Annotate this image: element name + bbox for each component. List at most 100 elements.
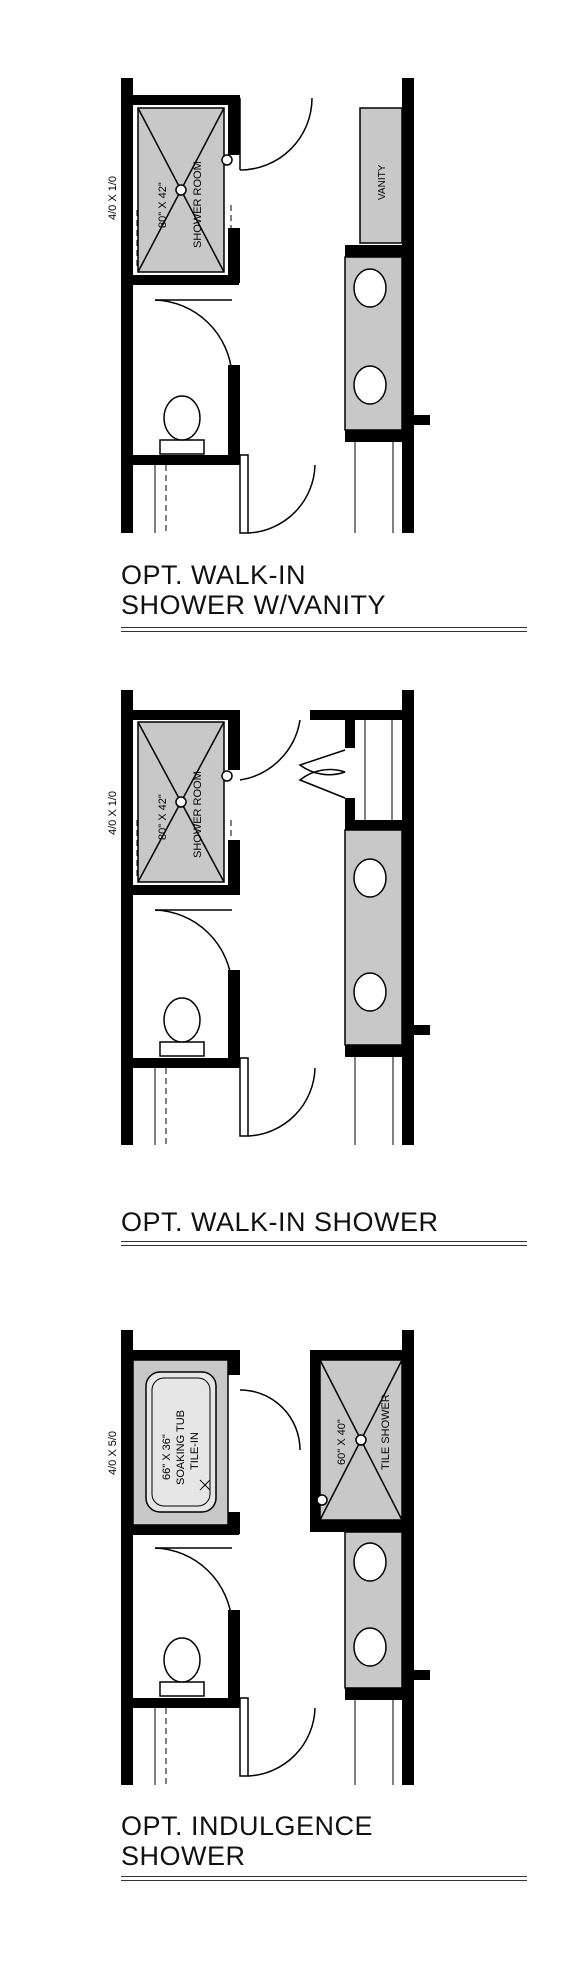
wall-stub — [402, 1670, 430, 1680]
shower-valve-icon — [221, 770, 233, 782]
hall-door-swing — [247, 1067, 316, 1137]
shower-partition-wall — [228, 95, 240, 155]
shower-valve-icon — [316, 1494, 328, 1506]
sink-icon — [353, 972, 387, 1012]
sink-icon — [353, 1542, 387, 1582]
toilet-room-wall — [228, 365, 240, 455]
tub-partition-wall-lower — [228, 1512, 240, 1534]
shower-drain-icon — [175, 796, 187, 808]
sink-icon — [353, 268, 387, 308]
toilet-bowl-icon — [163, 395, 201, 441]
shower-size-label: 80" X 42" — [157, 794, 169, 840]
floor-plan-drawing: 4/0 X 5/0 66" X 36" SOAKING TUB TILE-IN … — [107, 1330, 430, 1785]
shower-partition-wall-lower — [228, 228, 240, 283]
closet-side-wall — [345, 798, 355, 823]
hall-door — [239, 1057, 249, 1137]
vanity-top-wall — [345, 245, 414, 257]
shower-bottom-wall — [310, 1520, 414, 1532]
toilet-bowl-icon — [163, 1637, 201, 1683]
hall-door-swing — [247, 464, 316, 534]
sink-icon — [353, 365, 387, 405]
window-dimension: 4/0 X 1/0 — [107, 176, 119, 220]
shower-drain-icon — [355, 1434, 367, 1446]
shower-size-label: 60" X 40" — [336, 1419, 348, 1465]
shower-bottom-wall — [121, 885, 239, 895]
floor-plan-drawing: 4/0 X 1/0 80" X 42" SHOWER ROOM VANITY — [107, 78, 430, 534]
plan-title-line-2: SHOWER W/VANITY — [121, 590, 387, 620]
vanity-label: VANITY — [377, 164, 388, 200]
floor-plan-drawing: 4/0 X 1/0 80" X 42" SHOWER ROOM — [107, 690, 430, 1145]
toilet-tank — [159, 1681, 205, 1697]
hall-door-swing — [247, 1707, 316, 1777]
toilet-room-wall — [228, 1610, 240, 1700]
sink-icon — [353, 858, 387, 898]
exterior-wall — [121, 690, 133, 1145]
hall-door — [239, 1697, 249, 1777]
tub-bottom-wall — [121, 1525, 239, 1535]
exterior-wall — [121, 1330, 133, 1785]
wall-stub — [402, 415, 430, 425]
toilet-door-swing — [154, 299, 233, 376]
exterior-wall-right — [402, 1330, 414, 1785]
toilet-tank — [159, 1041, 205, 1057]
shower-top-wall — [121, 95, 239, 105]
plan-title-line-1: OPT. WALK-IN SHOWER — [121, 1207, 439, 1237]
shower-room-label: SHOWER ROOM — [192, 161, 204, 248]
exterior-wall-right — [402, 690, 414, 1145]
toilet-bowl-icon — [163, 997, 201, 1043]
shower-size-label: 80" X 42" — [157, 182, 169, 228]
shower-room-label: SHOWER ROOM — [192, 771, 204, 858]
tub-top-wall — [121, 1350, 239, 1360]
toilet-door-swing — [154, 909, 233, 986]
closet-top-wall — [310, 710, 414, 720]
plan-title-line-1: OPT. WALK-IN — [121, 560, 307, 590]
tub-size-label: 66" X 36" — [161, 1434, 173, 1480]
closet-door-swing — [298, 749, 346, 776]
toilet-room-bottom-wall — [121, 455, 240, 465]
title-underline — [121, 1241, 527, 1246]
closet-door-swing — [298, 768, 346, 799]
wall-stub — [402, 1025, 430, 1035]
toilet-tank — [159, 439, 205, 455]
shower-partition-wall-lower — [228, 840, 240, 895]
toilet-room-bottom-wall — [121, 1698, 240, 1708]
shower-left-wall — [310, 1350, 320, 1530]
exterior-wall — [121, 78, 133, 533]
shower-top-wall — [310, 1350, 414, 1360]
toilet-room-wall — [228, 970, 240, 1060]
shower-top-wall — [121, 710, 239, 720]
shower-valve-icon — [221, 154, 233, 166]
toilet-room-bottom-wall — [121, 1058, 240, 1068]
door-swing — [239, 1389, 301, 1451]
toilet-door-swing — [154, 1547, 233, 1624]
title-underline — [121, 1876, 527, 1881]
tub-partition-wall — [228, 1350, 240, 1375]
window-dimension: 4/0 X 1/0 — [107, 791, 119, 835]
shower-partition-wall — [228, 710, 240, 770]
plan-title-line-1: OPT. INDULGENCE — [121, 1811, 374, 1841]
title-underline — [121, 627, 527, 632]
vanity-top-wall — [345, 820, 414, 830]
soaking-tub-inner — [151, 1377, 211, 1507]
closet-side-wall — [345, 720, 355, 748]
plan-walk-in-shower-with-vanity: 4/0 X 1/0 80" X 42" SHOWER ROOM VANITY O… — [0, 0, 563, 640]
exterior-wall-right — [402, 78, 414, 533]
vanity-bottom-wall — [345, 1045, 414, 1057]
tub-finish-label: TILE-IN — [189, 1432, 201, 1470]
tub-label: SOAKING TUB — [175, 1410, 187, 1485]
shower-door-swing — [239, 719, 301, 781]
plan-title-line-2: SHOWER — [121, 1841, 246, 1871]
sink-icon — [353, 1627, 387, 1667]
vanity-bottom-wall — [345, 1688, 414, 1700]
window-dimension: 4/0 X 5/0 — [107, 1431, 119, 1475]
vanity-counter — [359, 107, 403, 244]
shower-drain-icon — [175, 184, 187, 196]
tub-faucet-icon — [199, 1479, 211, 1491]
plan-indulgence-shower: 4/0 X 5/0 66" X 36" SOAKING TUB TILE-IN … — [0, 1300, 563, 1982]
hall-door — [239, 454, 249, 534]
plan-walk-in-shower: 4/0 X 1/0 80" X 42" SHOWER ROOM OPT. WAL… — [0, 680, 563, 1280]
shower-bottom-wall — [121, 275, 239, 285]
vanity-bottom-wall — [345, 430, 414, 442]
soaking-tub — [145, 1371, 217, 1513]
tile-shower-label: TILE SHOWER — [380, 1394, 392, 1470]
